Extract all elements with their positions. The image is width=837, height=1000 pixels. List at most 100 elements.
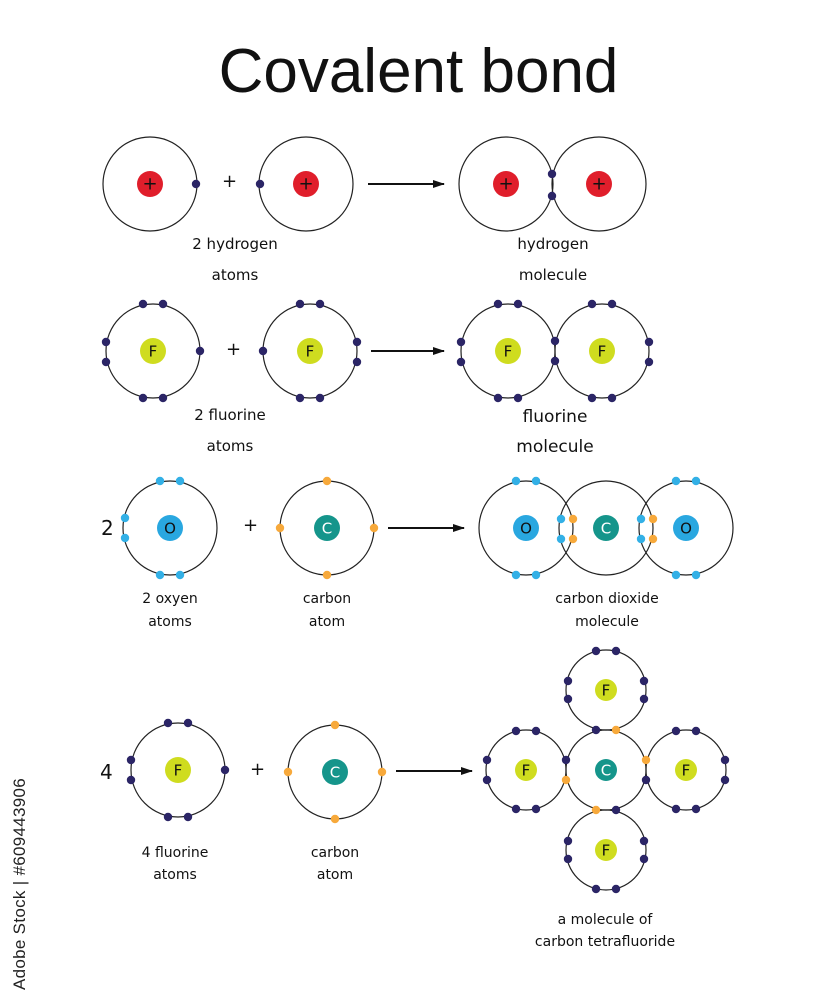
plus-sign-hydrogen: + [222,171,238,192]
electron [330,720,340,730]
electron [255,179,265,189]
electron [607,393,617,403]
electron [531,804,541,814]
oxygen-symbol: O [520,520,532,538]
electron [587,393,597,403]
electron [352,337,362,347]
label-2-hydrogen-atoms: 2 hydrogen atoms [192,235,278,284]
electron [456,337,466,347]
electron [547,169,557,179]
electron [220,765,230,775]
electron [591,725,601,735]
electron [639,836,649,846]
fluorine-nucleus [515,759,537,781]
electron-shell [565,649,647,731]
fluorine-nucleus [140,338,166,364]
label-carbon-tetrafluoride-molecule: a molecule of carbon tetrafluoride [534,912,676,950]
electron [377,767,387,777]
fluorine-nucleus [297,338,323,364]
electron [513,299,523,309]
electron [550,336,560,346]
electron [315,299,325,309]
electron [568,514,578,524]
label-carbon-atom-2: carbon atom [310,845,360,883]
electron [547,191,557,201]
electron [563,836,573,846]
label-fluorine-molecule: fluorine molecule [516,407,594,457]
fluorine-nucleus [165,757,191,783]
electron [591,805,601,815]
electron [295,393,305,403]
label-2-oxygen-atoms: 2 oxyen atoms [142,591,198,630]
fluorine-nucleus [495,338,521,364]
electron [671,570,681,580]
label-2-fluorine-atoms: 2 fluorine atoms [194,406,266,455]
coefficient-2: 2 [101,516,114,540]
electron-shell [458,136,554,232]
label-hydrogen-molecule: hydrogen molecule [517,235,589,284]
electron [531,570,541,580]
electron [101,337,111,347]
electron-shell [645,729,727,811]
electron-shell [638,480,734,576]
electron-shell [558,480,654,576]
electron [561,775,571,785]
fluorine-nucleus [595,839,617,861]
electron [158,299,168,309]
electron [322,476,332,486]
oxygen-symbol: O [680,520,692,538]
fluorine-symbol: F [504,343,513,361]
electron [636,514,646,524]
electron [163,812,173,822]
electron [563,854,573,864]
label-carbon-dioxide-molecule: carbon dioxide molecule [555,591,659,630]
electron [556,534,566,544]
page-title: Covalent bond [218,37,619,106]
electron [611,646,621,656]
electron [671,726,681,736]
carbon-symbol: C [601,520,611,538]
electron [330,814,340,824]
hydrogen-symbol: + [142,174,157,195]
hydrogen-symbol: + [591,174,606,195]
electron [556,514,566,524]
electron [639,854,649,864]
electron [639,694,649,704]
electron [513,393,523,403]
electron [563,694,573,704]
fluorine-symbol: F [174,762,183,780]
hydrogen-nucleus [137,171,163,197]
electron [607,299,617,309]
electron [644,357,654,367]
oxygen-nucleus [673,515,699,541]
electron [611,805,621,815]
fluorine-symbol: F [602,682,611,700]
electron [275,523,285,533]
electron [120,533,130,543]
electron [720,755,730,765]
electron-shell [485,729,567,811]
plus-sign-carbon-tetrafluoride: + [250,759,266,780]
plus-sign-fluorine: + [226,339,242,360]
carbon-nucleus [593,515,619,541]
electron [648,514,658,524]
electron [511,570,521,580]
stock-watermark: Adobe Stock | #609443906 [10,777,29,990]
electron [648,534,658,544]
electron-shell [565,809,647,891]
carbon-symbol: C [322,520,332,538]
electron [126,755,136,765]
hydrogen-nucleus [586,171,612,197]
fluorine-symbol: F [522,762,531,780]
fluorine-symbol: F [602,842,611,860]
electron [101,357,111,367]
oxygen-symbol: O [164,520,176,538]
plus-sign-carbon-dioxide: + [243,515,259,536]
hydrogen-symbol: + [298,174,313,195]
electron [691,726,701,736]
electron [138,393,148,403]
electron [315,393,325,403]
electron [511,726,521,736]
electron [191,179,201,189]
coefficient-4: 4 [100,760,113,784]
